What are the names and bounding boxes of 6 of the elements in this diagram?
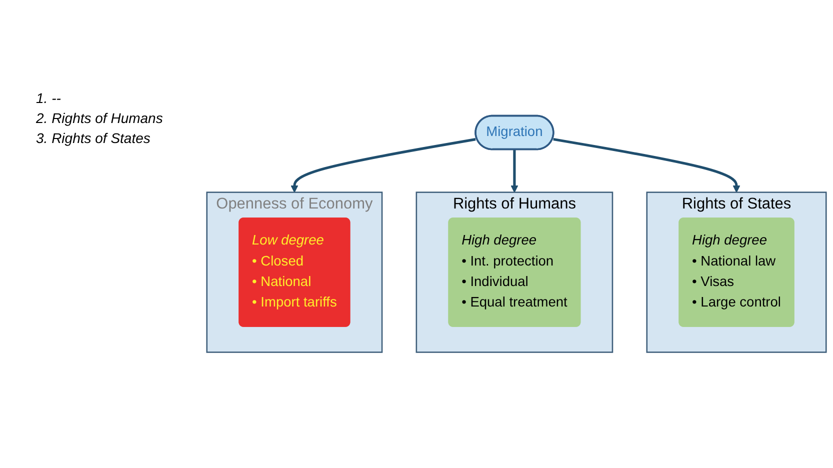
note-text: 1. -- <box>36 89 62 108</box>
note-text: 2. Rights of Humans <box>36 109 163 128</box>
note-text: 3. Rights of States <box>36 129 152 148</box>
arrow <box>290 138 476 193</box>
arrow <box>553 138 740 193</box>
arrow <box>510 149 518 193</box>
